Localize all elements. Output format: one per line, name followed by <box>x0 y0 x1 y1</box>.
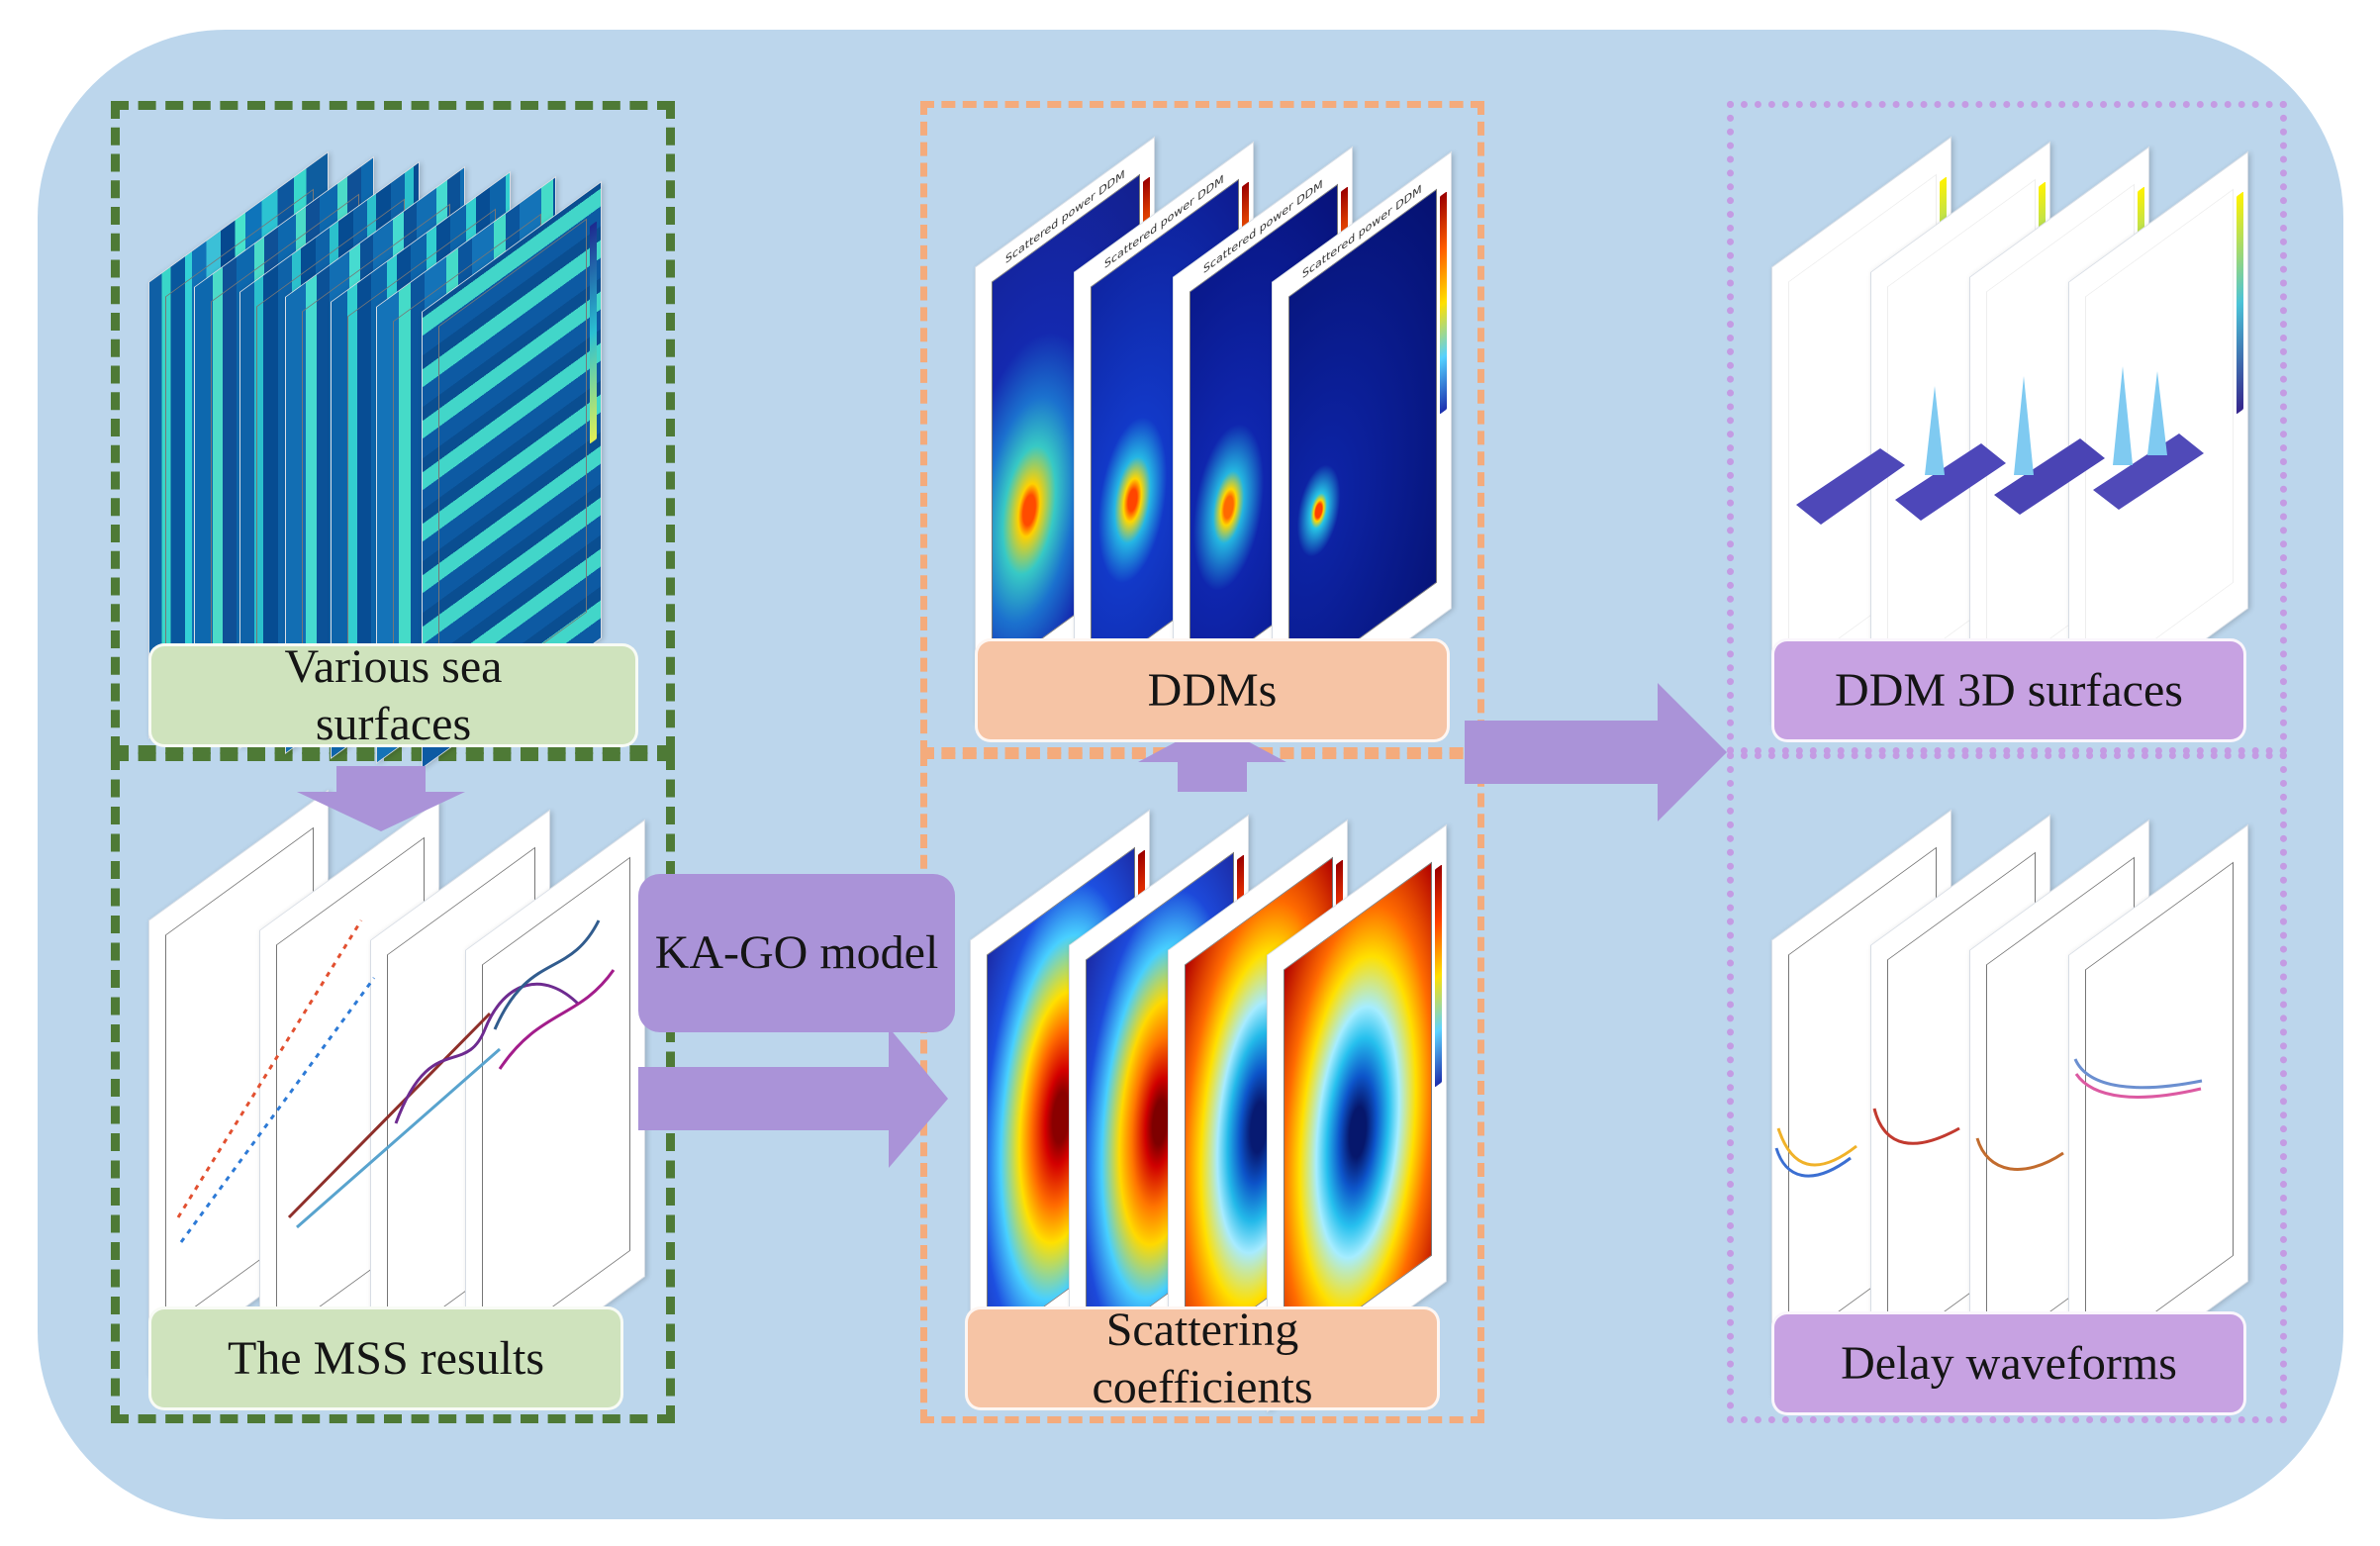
sea-surface-stack <box>148 148 623 769</box>
mss-results-stack <box>148 772 645 1407</box>
label-scattering-coefficients: Scattering coefficients <box>965 1304 1440 1413</box>
label-delay-waveforms: Delay waveforms <box>1771 1311 2246 1415</box>
label-ka-go-model: KA-GO model <box>638 874 955 1032</box>
ddm-3d-group <box>1727 101 2287 754</box>
scattering-stack <box>970 792 1447 1412</box>
label-various-sea-surfaces: Various sea surfaces <box>148 640 638 750</box>
delay-waveform-group <box>1727 752 2287 1423</box>
delay-waveform-stack <box>1771 792 2248 1412</box>
label-ddm-3d-surfaces: DDM 3D surfaces <box>1771 638 2246 742</box>
ddm-stack: Scattered power DDM Scattered power DDM … <box>975 119 1452 739</box>
label-mss-results: The MSS results <box>148 1306 623 1410</box>
ddm-3d-stack <box>1771 119 2248 739</box>
label-ddms: DDMs <box>975 638 1450 742</box>
